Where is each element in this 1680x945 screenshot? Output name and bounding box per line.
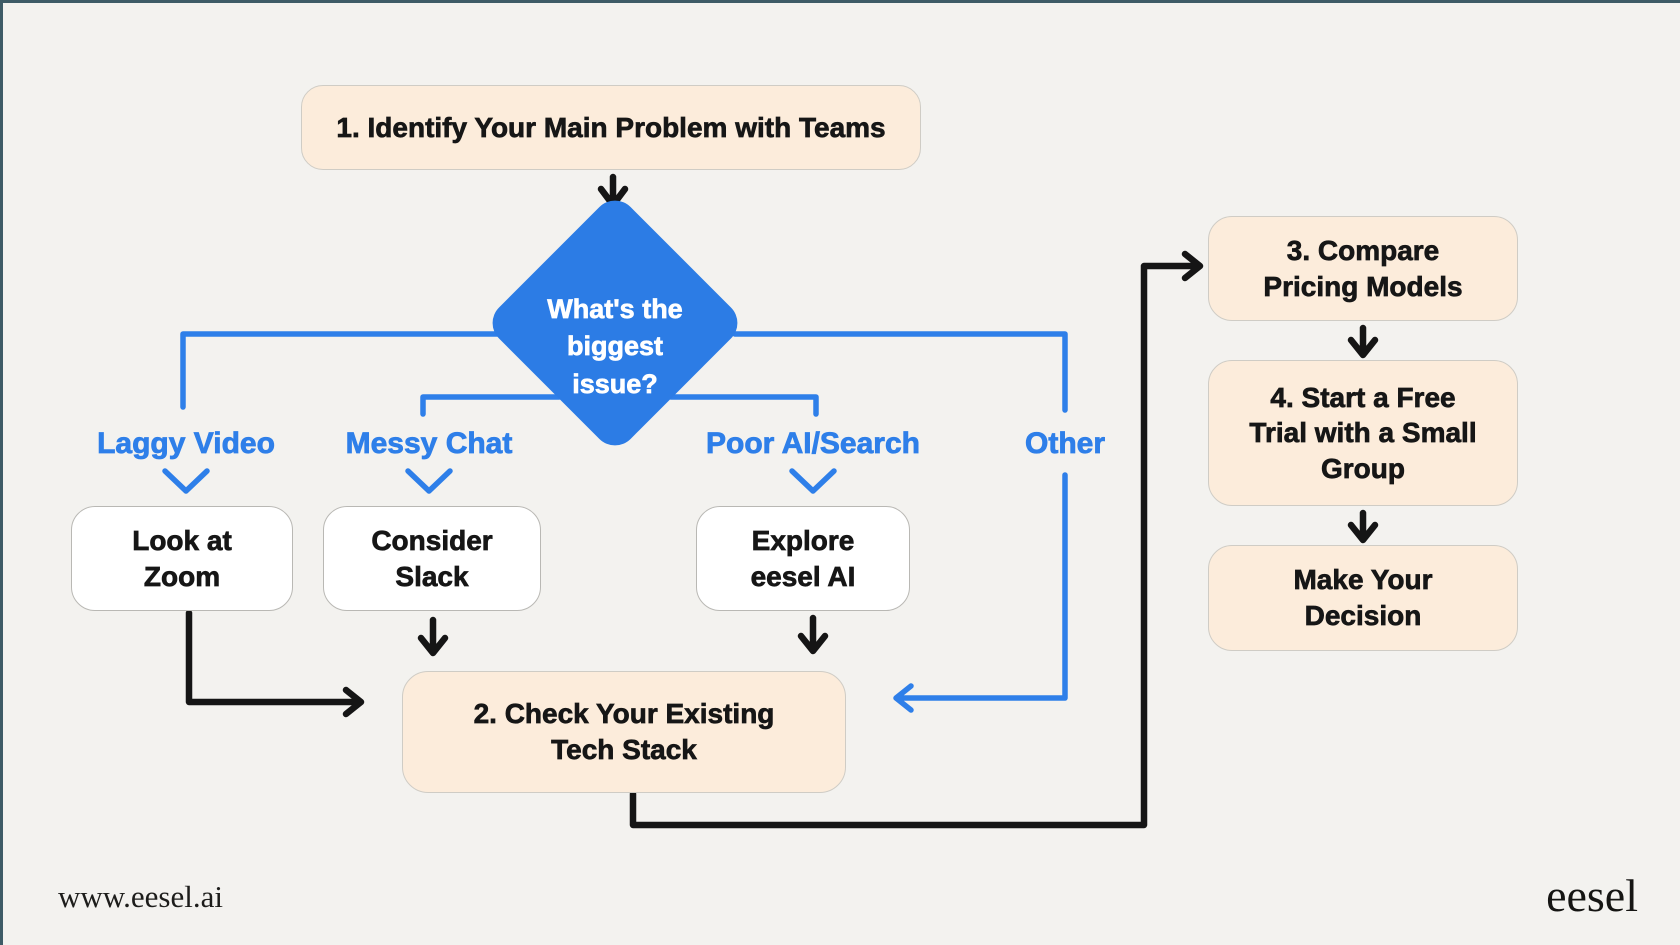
step5-box: Make Your Decision [1208,545,1518,651]
connector-decision-laggy [180,331,500,410]
chevron-down-icon [789,468,837,494]
step2-box: 2. Check Your Existing Tech Stack [402,671,846,793]
box-explore-eesel-ai: Explore eesel AI [696,506,910,611]
connector-decision-poor [668,394,819,417]
branch-label-laggy-video: Laggy Video [97,427,276,461]
decision-label: What's the biggest issue? [547,294,683,399]
branch-label-other: Other [1024,427,1106,461]
arrow-other-to-step2 [893,472,1068,713]
box-look-at-zoom: Look at Zoom [71,506,293,611]
box-consider-slack: Consider Slack [323,506,541,611]
chevron-down-icon [405,468,453,494]
arrow-step3-to-step4 [1347,324,1379,359]
arrow-slack-to-step2 [417,616,449,657]
chevron-down-icon [162,468,210,494]
branch-label-poor-ai-search: Poor AI/Search [706,427,921,461]
step4-box: 4. Start a Free Trial with a Small Group [1208,360,1518,506]
arrow-step4-to-step5 [1347,509,1379,544]
arrow-zoom-to-step2 [185,609,365,718]
arrow-explore-to-step2 [797,614,829,655]
connectors-layer [162,173,1379,829]
website-url: www.eesel.ai [58,879,223,914]
eesel-logo: eesel [1546,870,1638,921]
step1-box: 1. Identify Your Main Problem with Teams [301,85,921,170]
step3-box: 3. Compare Pricing Models [1208,216,1518,321]
connector-decision-messy [420,394,562,417]
connector-decision-other [732,331,1068,413]
arrow-step2-to-step3 [629,250,1204,829]
branch-label-messy-chat: Messy Chat [345,427,513,461]
